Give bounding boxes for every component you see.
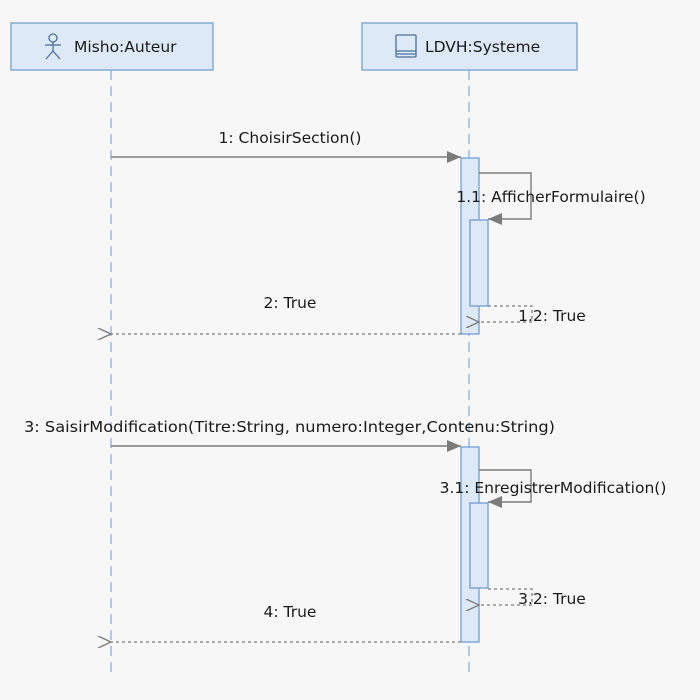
message-label: 3.1: EnregistrerModification()	[440, 479, 667, 497]
lifeline-header-box	[361, 22, 578, 71]
message-label: 4: True	[264, 603, 317, 621]
message-label: 3.2: True	[518, 590, 586, 608]
message-label: 2: True	[264, 294, 317, 312]
message-1-1[interactable]: 1.1: AfficherFormulaire()	[456, 172, 646, 225]
activation-bar-nested	[469, 502, 489, 589]
message-3[interactable]: 3: SaisirModification(Titre:String, nume…	[24, 418, 555, 452]
lifeline-header-box	[10, 22, 214, 71]
message-label: 1.2: True	[518, 307, 586, 325]
component-icon	[395, 34, 417, 58]
message-3-2[interactable]: 3.2: True	[479, 588, 586, 608]
lifeline-name: Misho:Auteur	[74, 38, 177, 56]
message-label: 1.1: AfficherFormulaire()	[456, 188, 645, 206]
message-4[interactable]: 4: True	[111, 603, 461, 642]
message-1-2[interactable]: 1.2: True	[479, 305, 586, 325]
message-arrow	[479, 588, 533, 605]
lifeline-header-systeme[interactable]: LDVH:Systeme	[361, 22, 578, 71]
message-label: 1: ChoisirSection()	[219, 129, 362, 147]
lifeline-name: LDVH:Systeme	[425, 38, 540, 56]
message-2[interactable]: 2: True	[111, 294, 461, 334]
activation-bar-nested	[469, 219, 489, 307]
actor-icon	[45, 33, 61, 60]
message-arrow	[479, 305, 533, 322]
message-3-1[interactable]: 3.1: EnregistrerModification()	[440, 469, 667, 508]
message-arrow	[479, 172, 532, 225]
message-label: 3: SaisirModification(Titre:String, nume…	[24, 418, 555, 436]
message-arrow	[479, 469, 532, 508]
message-1[interactable]: 1: ChoisirSection()	[111, 129, 461, 163]
lifeline-header-auteur[interactable]: Misho:Auteur	[10, 22, 214, 71]
